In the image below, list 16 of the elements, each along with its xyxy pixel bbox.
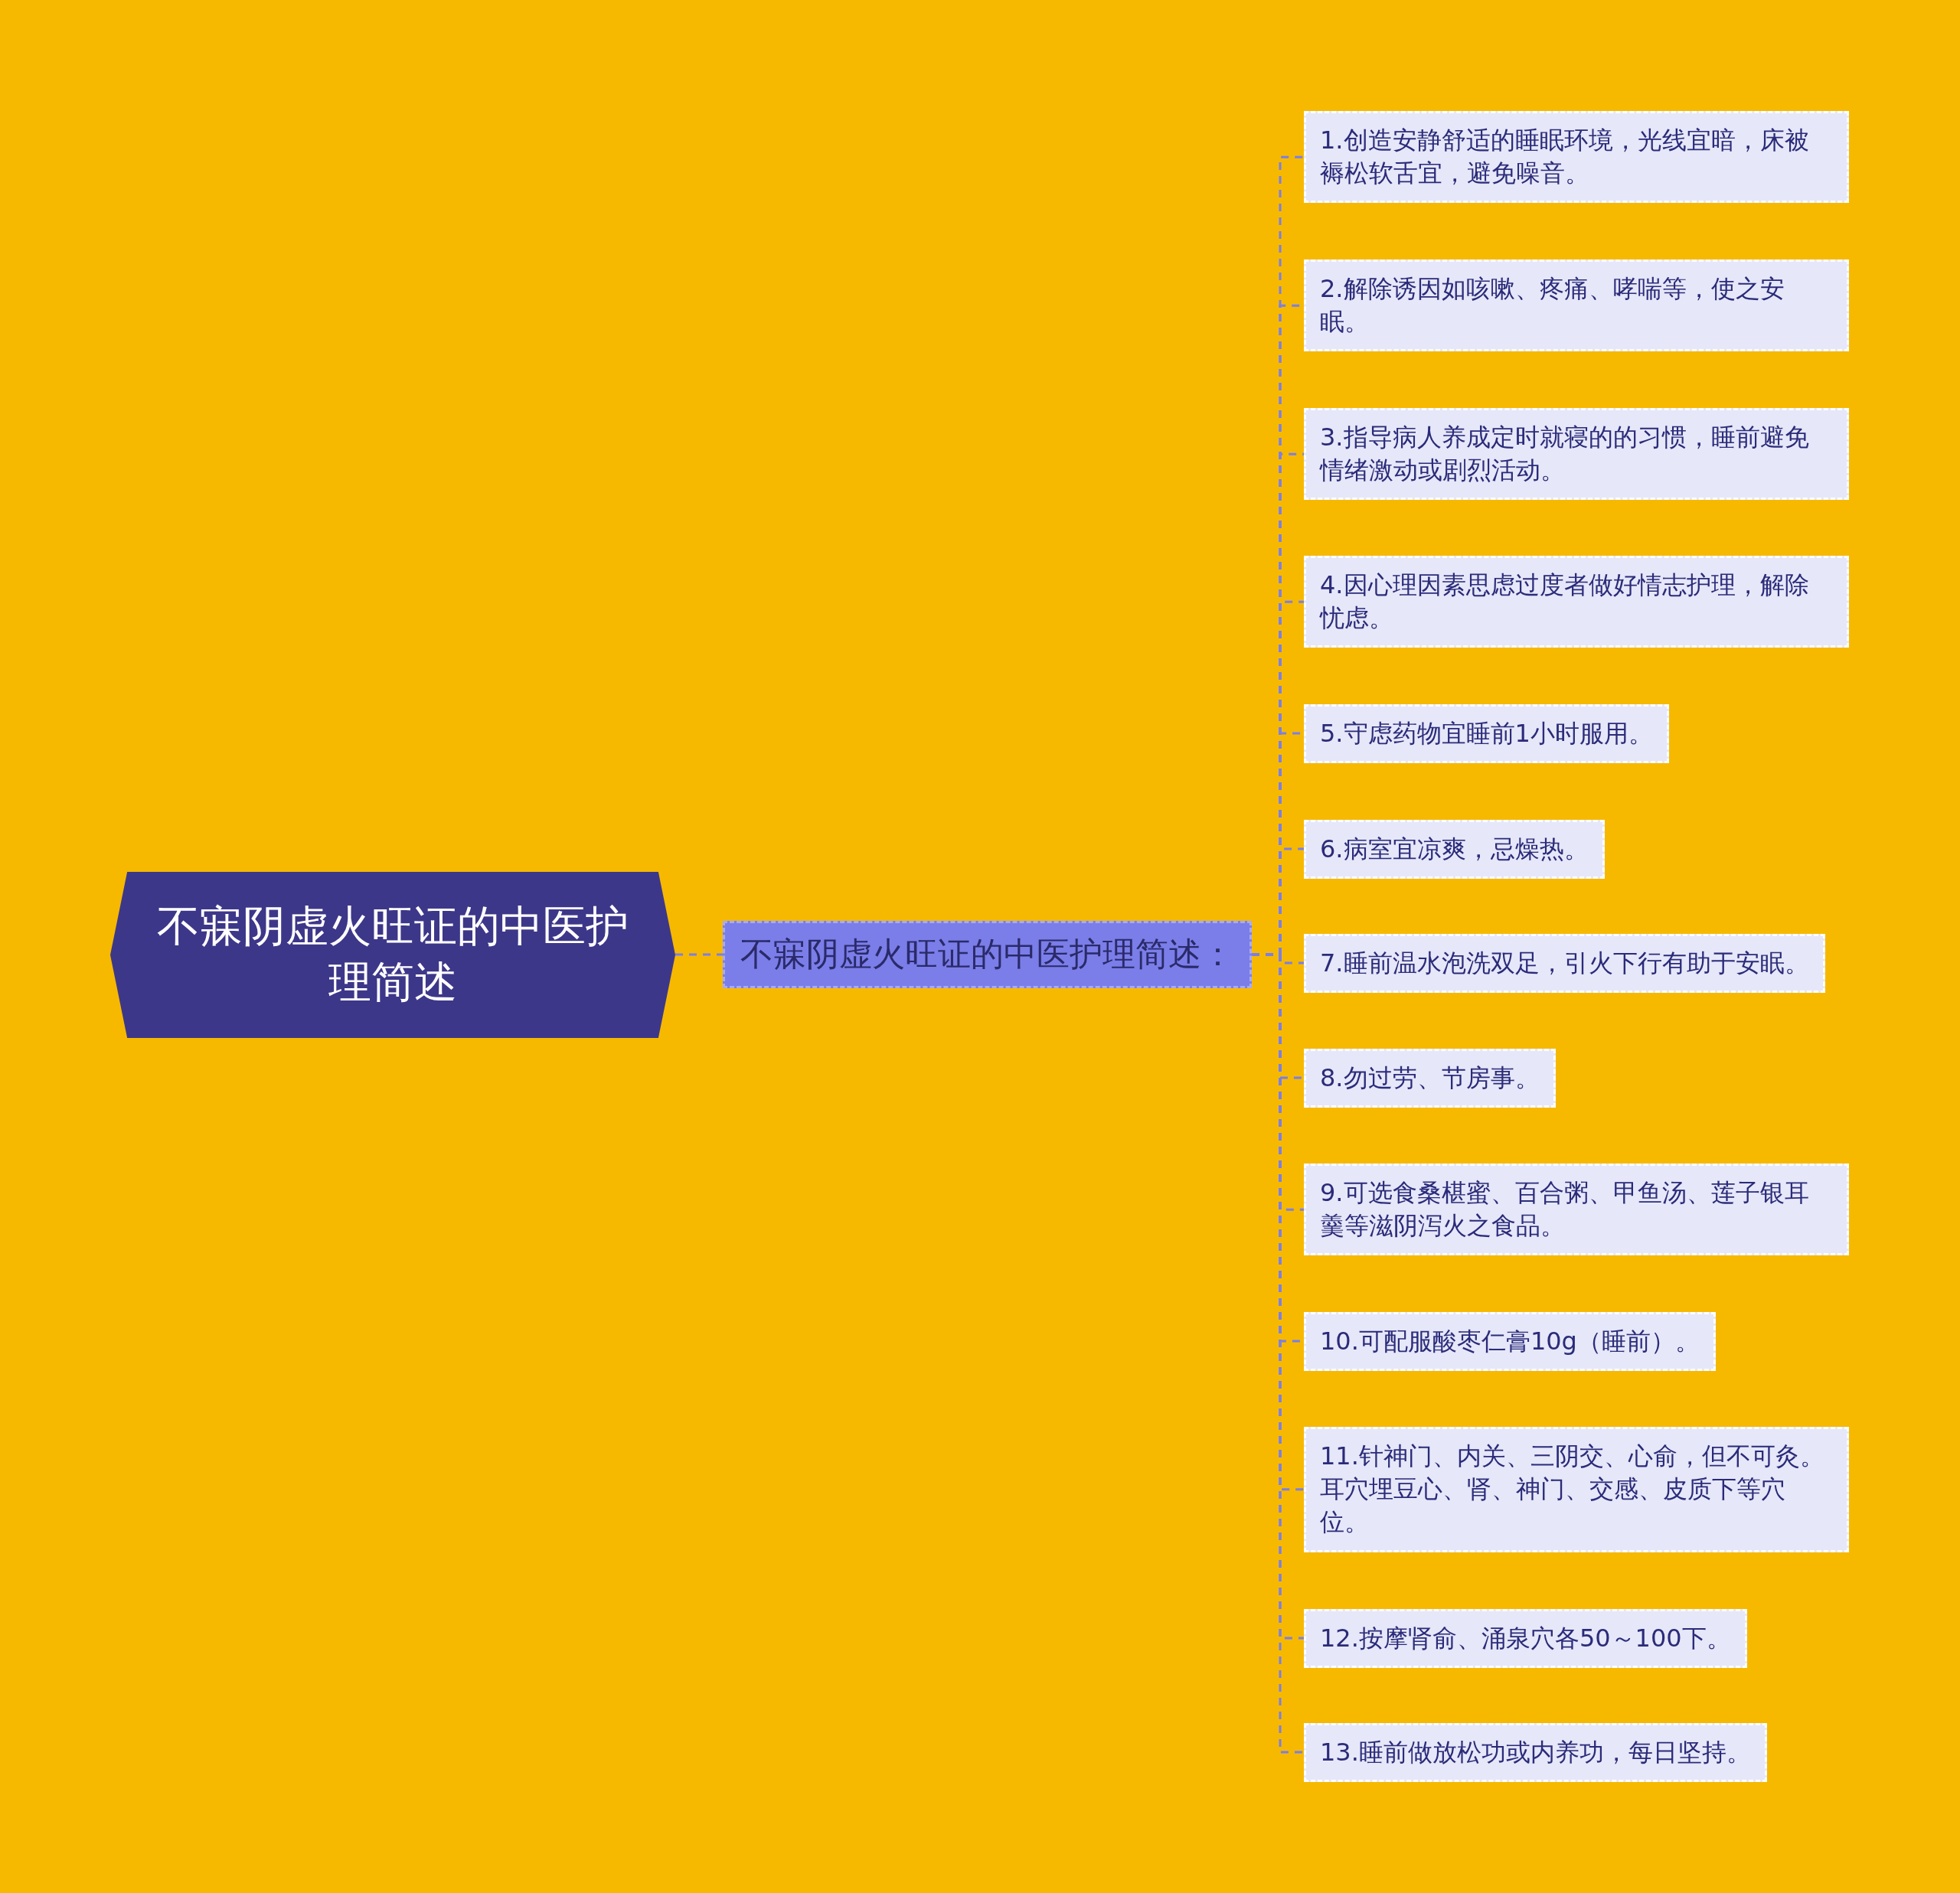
item-box: 9.可选食桑椹蜜、百合粥、甲鱼汤、莲子银耳羹等滋阴泻火之食品。 (1304, 1164, 1849, 1256)
item-box: 13.睡前做放松功或内养功，每日坚持。 (1304, 1722, 1767, 1782)
item-box: 4.因心理因素思虑过度者做好情志护理，解除忧虑。 (1304, 556, 1849, 648)
topic-hexagon: 不寐阴虚火旺证的中医护理简述 (110, 871, 675, 1038)
item-box: 11.针神门、内关、三阴交、心俞，但不可灸。耳穴埋豆心、肾、神门、交感、皮质下等穴位。 (1304, 1427, 1849, 1552)
item-box: 12.按摩肾俞、涌泉穴各50～100下。 (1304, 1608, 1747, 1668)
item-box: 2.解除诱因如咳嗽、疼痛、哮喘等，使之安眠。 (1304, 259, 1849, 352)
connector-line (675, 953, 723, 956)
item-box: 5.守虑药物宜睡前1小时服用。 (1304, 703, 1669, 763)
subtopic-box: 不寐阴虚火旺证的中医护理简述： (723, 921, 1252, 988)
item-box: 8.勿过劳、节房事。 (1304, 1048, 1556, 1108)
item-box: 7.睡前温水泡洗双足，引火下行有助于安眠。 (1304, 933, 1825, 993)
item-box: 6.病室宜凉爽，忌燥热。 (1304, 819, 1605, 879)
item-box: 1.创造安静舒适的睡眠环境，光线宜暗，床被褥松软舌宜，避免噪音。 (1304, 111, 1849, 204)
item-box: 3.指导病人养成定时就寝的的习惯，睡前避免情绪激动或剧烈活动。 (1304, 408, 1849, 501)
item-box: 10.可配服酸枣仁膏10g（睡前）。 (1304, 1311, 1716, 1371)
